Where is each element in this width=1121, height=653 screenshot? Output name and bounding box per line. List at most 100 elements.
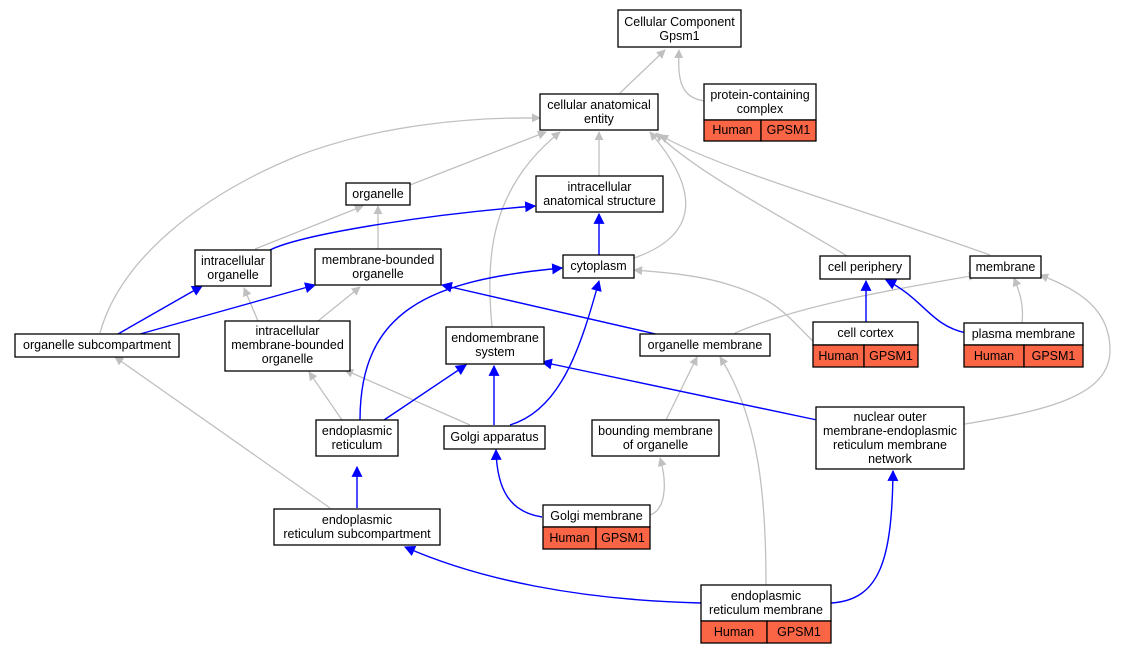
node-intracellular-membrane-bounded-organelle[interactable]: intracellular membrane-bounded organelle — [224, 320, 351, 372]
node-cellular-component-root[interactable]: Cellular Component Gpsm1 — [617, 9, 742, 48]
edge-omem-membrane — [734, 271, 978, 334]
node-label: reticulum subcompartment — [283, 527, 431, 541]
node-label: plasma membrane — [972, 327, 1076, 341]
node-endoplasmic-reticulum-subcompartment[interactable]: endoplasmic reticulum subcompartment — [273, 508, 441, 546]
node-label: Golgi membrane — [550, 509, 642, 523]
node-membrane-bounded-organelle[interactable]: membrane-bounded organelle — [314, 248, 442, 286]
species-label: Human — [714, 625, 754, 639]
edge-ersub-osub — [114, 356, 331, 509]
edge-imbo-io — [243, 287, 259, 322]
node-label: bounding membrane — [598, 424, 713, 438]
species-label: Human — [549, 531, 589, 545]
edge-osub-cae — [99, 113, 541, 334]
node-organelle-subcompartment[interactable]: organelle subcompartment — [14, 333, 180, 358]
edge-golgi-imbo — [344, 369, 471, 426]
node-cell-cortex[interactable]: cell cortex Human GPSM1 — [812, 321, 919, 368]
is-a-edges — [99, 49, 1111, 586]
node-label: entity — [584, 112, 615, 126]
node-endoplasmic-reticulum[interactable]: endoplasmic reticulum — [315, 419, 399, 457]
node-label: reticulum — [332, 438, 383, 452]
node-label: endoplasmic — [731, 589, 801, 603]
node-organelle[interactable]: organelle — [345, 182, 411, 206]
node-label: protein-containing — [710, 88, 809, 102]
part-of-edges — [117, 201, 967, 604]
edge-pm-cellperiphery — [885, 279, 967, 334]
gene-badge — [766, 620, 832, 644]
edge-osub-io — [117, 285, 203, 335]
node-label: system — [475, 345, 515, 359]
edge-io-ias — [269, 201, 537, 251]
node-label: organelle — [207, 268, 258, 282]
node-label: endoplasmic — [322, 513, 392, 527]
gene-label: GPSM1 — [777, 625, 821, 639]
edge-er-endo — [383, 364, 467, 421]
node-golgi-apparatus[interactable]: Golgi apparatus — [443, 425, 546, 450]
edge-cellperiphery-cae — [655, 132, 848, 257]
edge-omem-mbo — [440, 281, 661, 336]
edge-golgi-cytoplasm — [509, 279, 602, 426]
gene-badge — [595, 526, 651, 550]
edge-osub-mbo — [139, 282, 317, 335]
node-label: network — [868, 452, 913, 466]
edge-organelle-cae — [409, 130, 547, 186]
node-label: membrane — [976, 260, 1036, 274]
edge-golgimem-bmo — [649, 457, 667, 516]
node-endomembrane-system[interactable]: endomembrane system — [445, 326, 545, 365]
node-label: organelle — [352, 187, 403, 201]
node-cellular-anatomical-entity[interactable]: cellular anatomical entity — [539, 93, 659, 131]
node-label: organelle — [352, 267, 403, 281]
node-label: cell periphery — [828, 260, 903, 274]
node-protein-containing-complex[interactable]: protein-containing complex Human GPSM1 — [703, 83, 817, 142]
gene-label: GPSM1 — [601, 531, 645, 545]
edge-cae-root — [619, 49, 666, 94]
edge-nouter-endo — [540, 358, 818, 421]
edge-pcc-root — [674, 49, 706, 102]
node-label: membrane-endoplasmic — [823, 424, 957, 438]
node-nuclear-outer-membrane-er-network[interactable]: nuclear outer membrane-endoplasmic retic… — [815, 406, 965, 470]
edge-ermem-omem — [719, 356, 767, 586]
node-label: cellular anatomical — [547, 98, 651, 112]
node-label: membrane-bounded — [231, 338, 344, 352]
node-plasma-membrane[interactable]: plasma membrane Human GPSM1 — [963, 322, 1084, 368]
edge-pm-membrane — [1012, 277, 1024, 324]
node-label: intracellular — [568, 180, 632, 194]
node-label: organelle — [262, 352, 313, 366]
node-label: organelle subcompartment — [23, 338, 172, 352]
node-cell-periphery[interactable]: cell periphery — [819, 255, 911, 280]
node-label: cytoplasm — [570, 259, 626, 273]
node-label: membrane-bounded — [322, 253, 435, 267]
gene-badge — [863, 344, 919, 368]
edge-cytoplasm-cae — [633, 131, 687, 259]
gene-badge — [1023, 344, 1084, 368]
edge-er-cytoplasm — [359, 263, 564, 421]
edge-ermem-ersub — [403, 545, 702, 604]
node-label: endoplasmic — [322, 424, 392, 438]
node-intracellular-anatomical-structure[interactable]: intracellular anatomical structure — [535, 175, 664, 213]
node-label: reticulum membrane — [709, 603, 823, 617]
species-label: Human — [712, 123, 752, 137]
node-membrane[interactable]: membrane — [969, 255, 1042, 279]
node-endoplasmic-reticulum-membrane[interactable]: endoplasmic reticulum membrane Human GPS… — [700, 584, 832, 644]
edge-membrane-cae — [659, 134, 991, 256]
node-label: reticulum membrane — [833, 438, 947, 452]
edge-endo-cae — [489, 131, 561, 328]
node-label: Gpsm1 — [659, 29, 699, 43]
species-label: Human — [974, 349, 1014, 363]
node-cytoplasm[interactable]: cytoplasm — [562, 254, 635, 279]
node-intracellular-organelle[interactable]: intracellular organelle — [194, 249, 272, 287]
node-label: intracellular — [201, 254, 265, 268]
node-label: Cellular Component — [624, 15, 735, 29]
edge-ermem-nouter — [830, 469, 899, 604]
node-bounding-membrane-of-organelle[interactable]: bounding membrane of organelle — [591, 419, 720, 457]
gene-label: GPSM1 — [869, 349, 913, 363]
edge-er-imbo — [308, 371, 343, 421]
node-golgi-membrane[interactable]: Golgi membrane Human GPSM1 — [542, 504, 651, 550]
node-organelle-membrane[interactable]: organelle membrane — [639, 333, 771, 357]
node-label: Golgi apparatus — [450, 430, 538, 444]
edge-bmo-omem — [665, 356, 698, 421]
node-label: endomembrane — [451, 331, 539, 345]
node-label: complex — [737, 102, 784, 116]
species-label: Human — [818, 349, 858, 363]
edge-io-organelle — [254, 204, 364, 250]
